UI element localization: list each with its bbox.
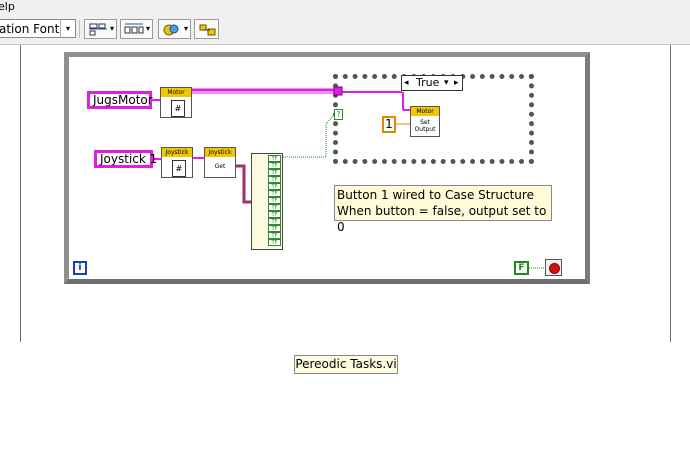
align-objects-icon (89, 23, 107, 36)
case-selector-label: True (416, 76, 440, 89)
joystick-get-node[interactable]: Joystick Get (204, 147, 236, 178)
clean-up-diagram-button[interactable] (194, 19, 219, 39)
menu-bar: elp (0, 0, 690, 14)
motor-set-output-header: Motor (411, 107, 439, 116)
joystick-control[interactable]: Joystick 1 (94, 150, 157, 168)
unbundle-item[interactable]: TF (268, 162, 281, 169)
chevron-down-icon: ▾ (183, 24, 188, 33)
unbundle-item[interactable]: TF (268, 183, 281, 190)
unbundle-item[interactable]: TF (268, 232, 281, 239)
chevron-left-icon[interactable]: ◂ (404, 78, 409, 88)
unbundle-item[interactable]: TF (268, 211, 281, 218)
unbundle-item[interactable]: TF (268, 176, 281, 183)
toolbar-separator (79, 20, 80, 38)
unbundle-item[interactable]: TF (268, 155, 281, 162)
align-objects-button[interactable]: ▾ (84, 19, 117, 39)
vi-title: Pereodic Tasks.vi (294, 355, 398, 374)
unbundle-item[interactable]: TF (268, 190, 281, 197)
chevron-down-icon: ▾ (145, 24, 150, 33)
motor-refnum-node[interactable]: Motor # (160, 87, 192, 118)
document-icon: # (171, 100, 185, 117)
chevron-down-icon[interactable]: ▾ (60, 20, 75, 37)
motor-refnum-header: Motor (161, 88, 191, 97)
motor-set-output-node[interactable]: Motor Set Output (410, 106, 440, 137)
comment-line-2: When button = false, output set to 0 (337, 204, 547, 234)
unbundle-item[interactable]: TF (268, 225, 281, 232)
false-constant[interactable]: F (514, 261, 529, 275)
joystick-refnum-header: Joystick (162, 148, 192, 157)
distribute-objects-icon (124, 23, 144, 34)
toolbar: ation Font ▾ ▾ ▾ ▾ (0, 14, 690, 45)
panel-right-edge (670, 45, 671, 342)
loop-stop-terminal[interactable] (545, 259, 562, 276)
joystick-get-header: Joystick (205, 148, 235, 157)
menu-help[interactable]: elp (0, 0, 15, 13)
chevron-right-icon[interactable]: ▸ (454, 78, 459, 88)
unbundle-item[interactable]: TF (268, 239, 281, 246)
diagram-comment[interactable]: Button 1 wired to Case Structure When bu… (334, 185, 552, 234)
font-select-value: ation Font (0, 22, 60, 36)
unbundle-item[interactable]: TF (268, 218, 281, 225)
unbundle-item[interactable]: TF (268, 197, 281, 204)
distribute-objects-button[interactable]: ▾ (120, 19, 153, 39)
unbundle-item[interactable]: TF (268, 204, 281, 211)
motor-set-output-label: Set Output (414, 119, 436, 133)
chevron-down-icon: ▾ (109, 24, 114, 33)
case-selector[interactable]: ◂ True ▾ ▸ (401, 75, 463, 91)
chevron-down-icon[interactable]: ▾ (444, 78, 449, 88)
numeric-constant[interactable]: 1 (382, 116, 396, 133)
jugs-motor-control[interactable]: JugsMotor (87, 91, 153, 109)
reorder-icon (163, 24, 179, 36)
comment-line-1: Button 1 wired to Case Structure (337, 188, 534, 202)
document-icon: # (172, 160, 186, 177)
case-selector-terminal[interactable]: ? (334, 109, 343, 120)
iteration-terminal[interactable]: i (73, 261, 87, 275)
panel-left-edge (20, 45, 21, 342)
font-select[interactable]: ation Font ▾ (0, 19, 76, 38)
joystick-refnum-node[interactable]: Joystick # (161, 147, 193, 178)
stop-icon (549, 263, 560, 274)
joystick-get-label: Get (214, 163, 226, 170)
clean-up-diagram-icon (199, 24, 216, 36)
unbundle-item[interactable]: TF (268, 169, 281, 176)
reorder-button[interactable]: ▾ (158, 19, 191, 39)
